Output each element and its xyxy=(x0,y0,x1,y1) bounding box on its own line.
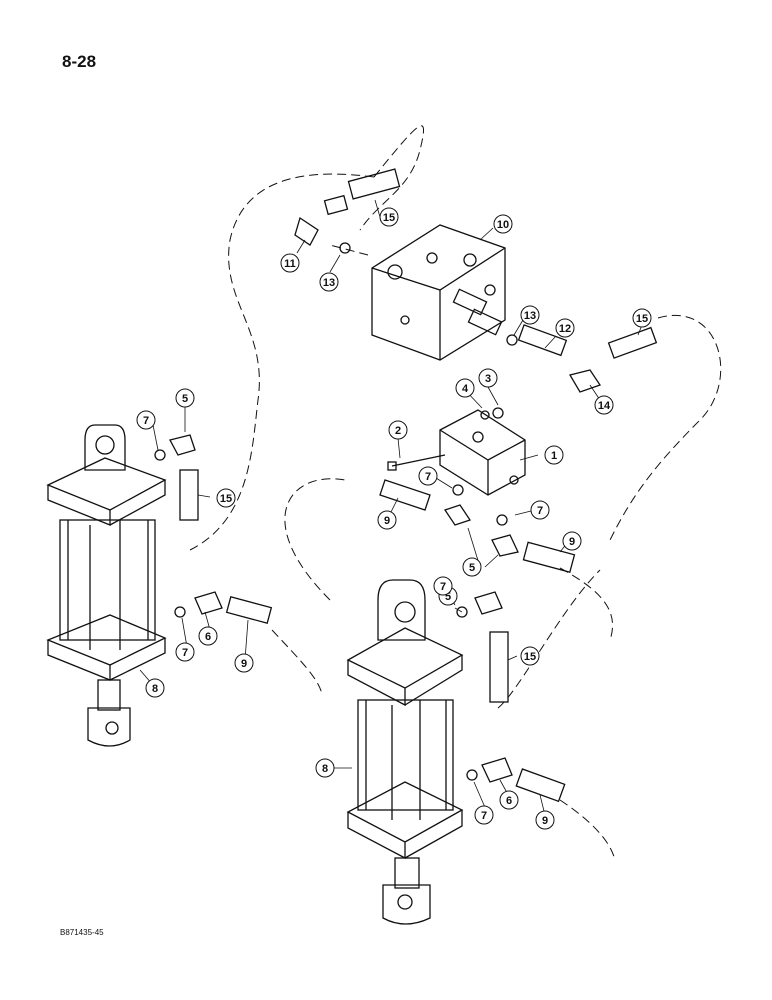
callout-1: 1 xyxy=(544,445,564,465)
callout-9: 9 xyxy=(562,531,582,551)
callout-11: 11 xyxy=(280,253,300,273)
svg-text:12: 12 xyxy=(559,323,571,335)
svg-text:9: 9 xyxy=(569,536,575,548)
callout-15: 15 xyxy=(520,646,540,666)
svg-text:7: 7 xyxy=(143,415,149,427)
svg-text:9: 9 xyxy=(384,515,390,527)
right-hydraulic-cylinder xyxy=(346,579,464,925)
svg-text:9: 9 xyxy=(241,658,247,670)
valve-block xyxy=(371,224,506,361)
callout-13: 13 xyxy=(520,305,540,325)
callout-4: 4 xyxy=(455,378,475,398)
svg-text:2: 2 xyxy=(395,425,401,437)
callout-5: 5 xyxy=(175,388,195,408)
figure-code: B871435-45 xyxy=(60,928,104,937)
svg-text:14: 14 xyxy=(598,400,611,412)
callout-10: 10 xyxy=(493,214,513,234)
svg-text:5: 5 xyxy=(182,393,188,405)
bolt xyxy=(387,454,446,471)
svg-text:5: 5 xyxy=(445,591,451,603)
callout-7: 7 xyxy=(433,576,453,596)
svg-text:13: 13 xyxy=(323,277,335,289)
svg-text:6: 6 xyxy=(205,631,211,643)
callout-14: 14 xyxy=(594,395,614,415)
callout-8: 8 xyxy=(145,678,165,698)
svg-text:6: 6 xyxy=(506,795,512,807)
callout-9: 9 xyxy=(535,810,555,830)
nut-3 xyxy=(492,407,504,419)
svg-text:7: 7 xyxy=(537,505,543,517)
callout-7: 7 xyxy=(175,642,195,662)
svg-text:11: 11 xyxy=(284,258,296,270)
callout-7: 7 xyxy=(474,805,494,825)
svg-text:7: 7 xyxy=(481,810,487,822)
svg-text:4: 4 xyxy=(462,383,469,395)
svg-text:7: 7 xyxy=(425,471,431,483)
hose-routes xyxy=(189,125,722,861)
svg-text:15: 15 xyxy=(636,313,648,325)
callout-labels: 1 2 3 4 5 5 5 6 6 7 7 7 7 7 7 8 8 9 9 9 … xyxy=(136,207,652,830)
callout-13: 13 xyxy=(319,272,339,292)
svg-text:8: 8 xyxy=(152,683,158,695)
callout-6: 6 xyxy=(198,626,218,646)
callout-5: 5 xyxy=(462,557,482,577)
svg-text:15: 15 xyxy=(220,493,232,505)
svg-text:3: 3 xyxy=(485,373,491,385)
svg-text:5: 5 xyxy=(469,562,475,574)
page-number: 8-28 xyxy=(62,52,97,71)
svg-text:9: 9 xyxy=(542,815,548,827)
svg-text:13: 13 xyxy=(524,310,536,322)
washer-4 xyxy=(480,410,490,420)
callout-2: 2 xyxy=(388,420,408,440)
callout-9: 9 xyxy=(234,653,254,673)
manifold-block xyxy=(439,409,526,496)
svg-text:15: 15 xyxy=(524,651,536,663)
callout-15: 15 xyxy=(632,308,652,328)
callout-3: 3 xyxy=(478,368,498,388)
svg-text:8: 8 xyxy=(322,763,328,775)
callout-8: 8 xyxy=(315,758,335,778)
left-hydraulic-cylinder xyxy=(46,424,167,747)
callout-12: 12 xyxy=(555,318,575,338)
svg-text:7: 7 xyxy=(440,581,446,593)
svg-text:15: 15 xyxy=(383,212,395,224)
callout-6: 6 xyxy=(499,790,519,810)
callout-9: 9 xyxy=(377,510,397,530)
svg-text:7: 7 xyxy=(182,647,188,659)
hose-fittings xyxy=(154,168,658,803)
callout-7: 7 xyxy=(418,466,438,486)
svg-text:10: 10 xyxy=(497,219,509,231)
callout-15: 15 xyxy=(216,488,236,508)
callout-7: 7 xyxy=(530,500,550,520)
callout-15: 15 xyxy=(379,207,399,227)
svg-text:1: 1 xyxy=(551,450,557,462)
callout-7: 7 xyxy=(136,410,156,430)
leader-lines xyxy=(139,199,643,816)
